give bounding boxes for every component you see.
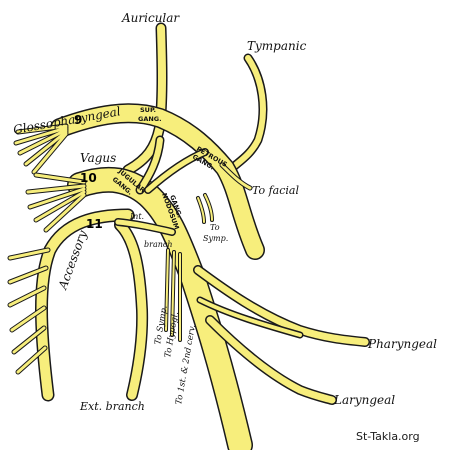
label-vagus: Vagus (80, 151, 116, 165)
label-laryngeal: Laryngeal (333, 393, 395, 407)
label-to-symp-1: To (210, 223, 220, 232)
label-pharyngeal: Pharyngeal (367, 337, 437, 351)
label-tympanic: Tympanic (247, 39, 307, 53)
nerve-paths (7, 22, 370, 450)
to-facial-branch-fill (220, 163, 252, 190)
watermark: St-Takla.org (356, 430, 420, 443)
label-to-cerv: To 1st. & 2nd cerv. (174, 324, 198, 406)
vagus-rootlets-fill (26, 173, 86, 232)
label-branch: branch (144, 240, 173, 249)
label-sup-gang-1: SUP. (140, 106, 156, 114)
accessory-rootlets-fill (8, 248, 50, 374)
vagus-trunk-fill (68, 168, 252, 450)
accessory-nerve-fill (36, 210, 133, 400)
vagus-auricular-connector-fill (137, 137, 163, 193)
glossopharyngeal-rootlets-fill (14, 124, 68, 174)
internal-branch-fill (115, 219, 175, 235)
pharyngeal-branch-2-fill (198, 298, 302, 337)
to-symp-branches-fill (197, 194, 213, 223)
label-int: Int. (129, 212, 144, 221)
external-branch-fill (115, 220, 147, 400)
tympanic-branch-fill (227, 55, 266, 173)
label-auricular: Auricular (121, 11, 180, 25)
vagus-petrous-connector-fill (145, 149, 208, 193)
diagram-labels: Auricular Tympanic Glossopharyngeal SUP.… (12, 11, 437, 413)
number-9: 9 (74, 113, 82, 127)
pharyngeal-branch-fill (194, 266, 369, 346)
number-10: 10 (80, 171, 97, 185)
number-11: 11 (86, 217, 103, 231)
descending-small-branches-fill (165, 249, 181, 341)
label-ext-branch: Ext. branch (79, 400, 145, 413)
laryngeal-branch-fill (206, 316, 336, 404)
glossopharyngeal-trunk-fill (51, 104, 264, 259)
label-to-symp-2: Symp. (203, 234, 228, 243)
label-to-facial: To facial (252, 184, 299, 197)
label-sup-gang-2: GANG. (138, 115, 162, 123)
